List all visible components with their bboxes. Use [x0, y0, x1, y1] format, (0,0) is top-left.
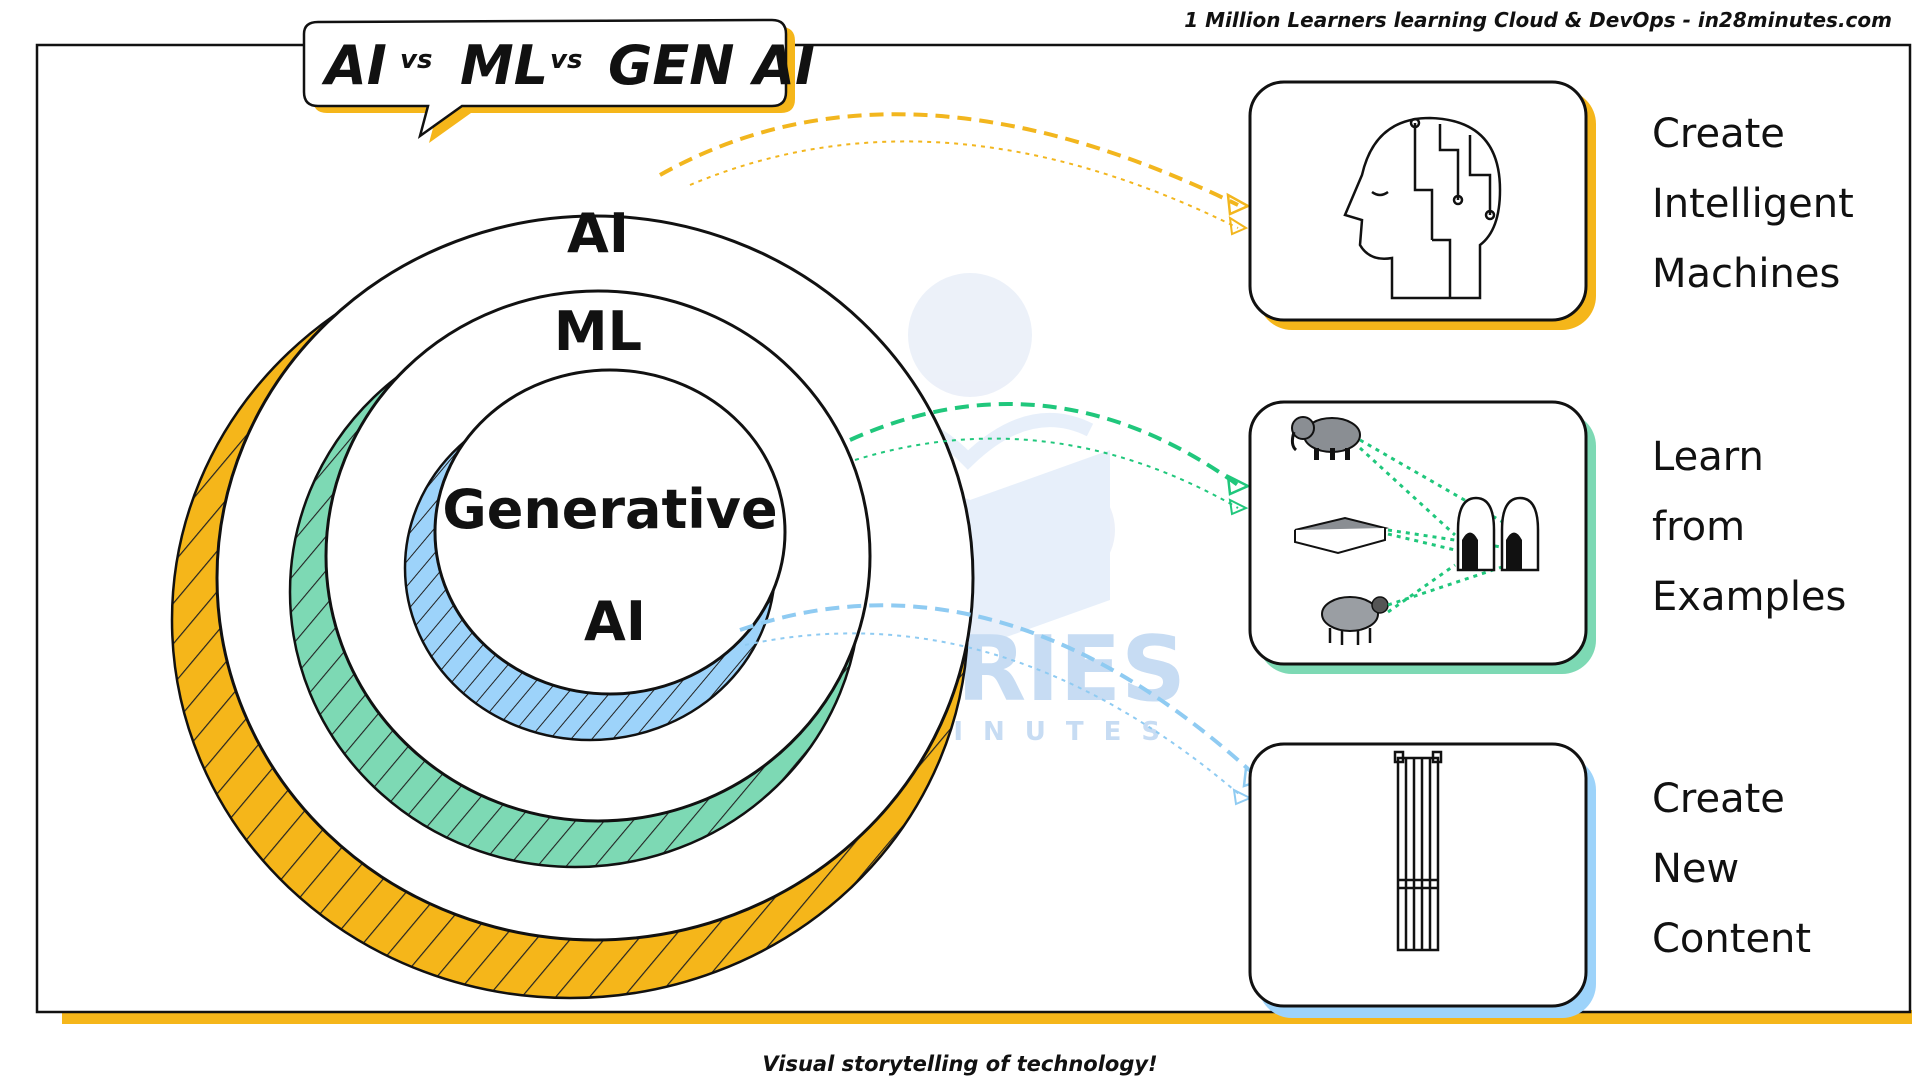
title-bubble [302, 18, 795, 143]
title-vs-1: vs [400, 45, 432, 75]
arrow-ml [849, 402, 1251, 516]
card-1-line-1: Create [1652, 111, 1785, 157]
ring-label-ai: AI [567, 202, 629, 265]
card-1-line-3: Machines [1652, 251, 1840, 297]
learning-examples-icon [1290, 416, 1540, 645]
card-3-line-2: New [1652, 846, 1739, 892]
card-2-line-3: Examples [1652, 574, 1846, 620]
card-intelligent-machines [1248, 80, 1596, 330]
arrow-ai [659, 112, 1251, 236]
card-2-line-1: Learn [1652, 434, 1764, 480]
footer-tagline: Visual storytelling of technology! [762, 1052, 1158, 1076]
card-2-description: Learn from Examples [1652, 434, 1846, 620]
title-gen-ai: GEN AI [608, 34, 815, 97]
elephant-icon [1290, 416, 1361, 460]
title-ai: AI [321, 34, 387, 97]
ring-genai [403, 368, 787, 742]
card-1-line-2: Intelligent [1652, 181, 1854, 227]
sheep-icon [1321, 596, 1389, 645]
card-3-line-1: Create [1652, 776, 1785, 822]
new-content-icon [1393, 750, 1443, 952]
card-1-description: Create Intelligent Machines [1652, 111, 1854, 297]
card-3-line-3: Content [1652, 916, 1811, 962]
card-3-description: Create New Content [1652, 776, 1811, 962]
ai-head-icon [1343, 116, 1502, 300]
brain-gates-icon [1456, 496, 1540, 572]
title-ml: ML [460, 34, 548, 97]
ring-label-genai-2: AI [584, 590, 646, 653]
ring-label-ml: ML [554, 300, 642, 363]
site-tagline: 1 Million Learners learning Cloud & DevO… [1184, 8, 1892, 32]
card-2-line-2: from [1652, 504, 1745, 550]
ring-label-genai-1: Generative [442, 478, 777, 541]
title-vs-2: vs [550, 45, 582, 75]
book-icon [1294, 516, 1389, 555]
